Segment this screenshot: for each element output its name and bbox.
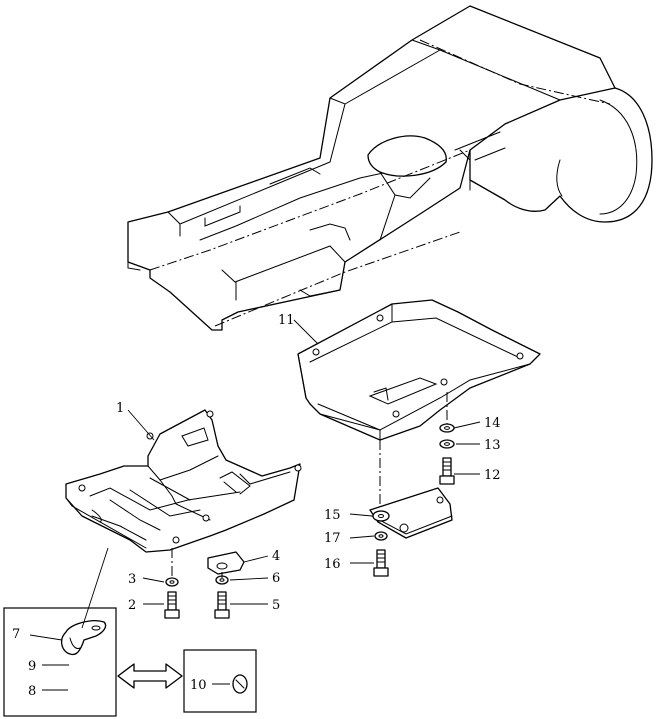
callout-11: 11	[278, 313, 295, 328]
callout-16: 16	[324, 557, 341, 572]
callout-labels: 1 2 3 4 5 6 7 8 9 10 11 12 13 14 15 16 1…	[12, 313, 501, 699]
plate-4	[207, 551, 245, 575]
leader-lines	[29, 319, 481, 691]
callout-6: 6	[272, 571, 280, 586]
main-frame	[127, 5, 653, 331]
callout-8: 8	[28, 684, 36, 699]
callout-4: 4	[272, 549, 280, 564]
cover-plate	[369, 487, 453, 539]
callout-17: 17	[324, 531, 341, 546]
detail-box-plug	[183, 649, 257, 713]
callout-3: 3	[128, 572, 136, 587]
detail-box-hook	[3, 607, 117, 717]
callout-7: 7	[12, 627, 20, 642]
callout-13: 13	[484, 438, 501, 453]
callout-1: 1	[116, 401, 124, 416]
double-arrow-icon	[117, 663, 183, 689]
guard-plate-11	[297, 299, 541, 510]
callout-2: 2	[128, 598, 136, 613]
callout-12: 12	[484, 468, 501, 483]
callout-10: 10	[190, 678, 207, 693]
callout-9: 9	[28, 659, 36, 674]
callout-5: 5	[272, 598, 280, 613]
callout-14: 14	[484, 416, 501, 431]
washers	[70, 423, 455, 670]
callout-15: 15	[324, 508, 341, 523]
guard-1	[65, 409, 302, 553]
